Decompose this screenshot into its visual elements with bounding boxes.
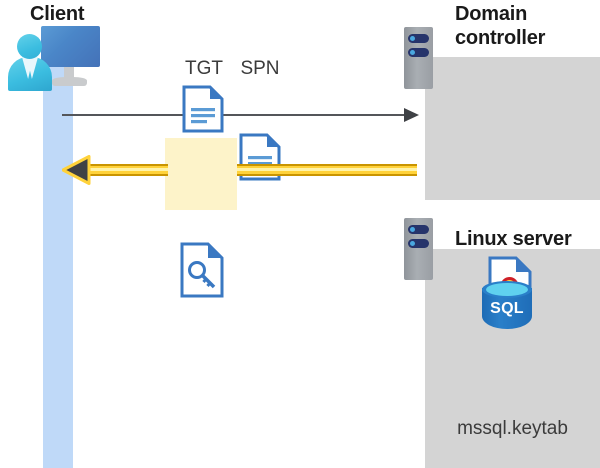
spn-label: SPN bbox=[240, 58, 280, 79]
sql-database-icon: SQL bbox=[481, 280, 533, 336]
server-bay-indicator bbox=[408, 225, 429, 234]
server-bay-indicator bbox=[408, 239, 429, 248]
domain-controller-panel bbox=[425, 57, 600, 200]
tgt-label: TGT bbox=[185, 58, 223, 79]
linux-server-title: Linux server bbox=[455, 228, 572, 250]
sql-cylinder-top-inner bbox=[486, 283, 528, 296]
sql-label: SQL bbox=[490, 300, 524, 317]
tgt-document-icon bbox=[182, 85, 600, 133]
domain-controller-server-icon bbox=[404, 27, 438, 93]
person-head-icon bbox=[17, 34, 42, 59]
server-bay-indicator bbox=[408, 34, 429, 43]
client-lifeline-bar bbox=[43, 62, 73, 468]
response-arrow-left-segment bbox=[88, 164, 168, 176]
key-document-icon bbox=[180, 242, 600, 298]
response-arrow-right-segment bbox=[236, 164, 417, 176]
domain-controller-title: Domain controller bbox=[455, 3, 546, 49]
monitor-screen-icon bbox=[41, 26, 100, 67]
request-arrow-line bbox=[62, 114, 417, 116]
server-body bbox=[404, 27, 433, 89]
linux-server-server-icon bbox=[404, 218, 438, 284]
user-computer-icon bbox=[8, 25, 100, 91]
server-body bbox=[404, 218, 433, 280]
monitor-neck-icon bbox=[64, 67, 74, 78]
ticket-highlight-box bbox=[165, 138, 237, 210]
response-arrow-head-icon bbox=[61, 155, 92, 185]
keytab-filename-label: mssql.keytab bbox=[457, 418, 568, 439]
request-arrow-head-icon bbox=[404, 108, 419, 122]
server-bay-indicator bbox=[408, 48, 429, 57]
monitor-base-icon bbox=[52, 77, 87, 86]
client-title: Client bbox=[30, 3, 85, 25]
